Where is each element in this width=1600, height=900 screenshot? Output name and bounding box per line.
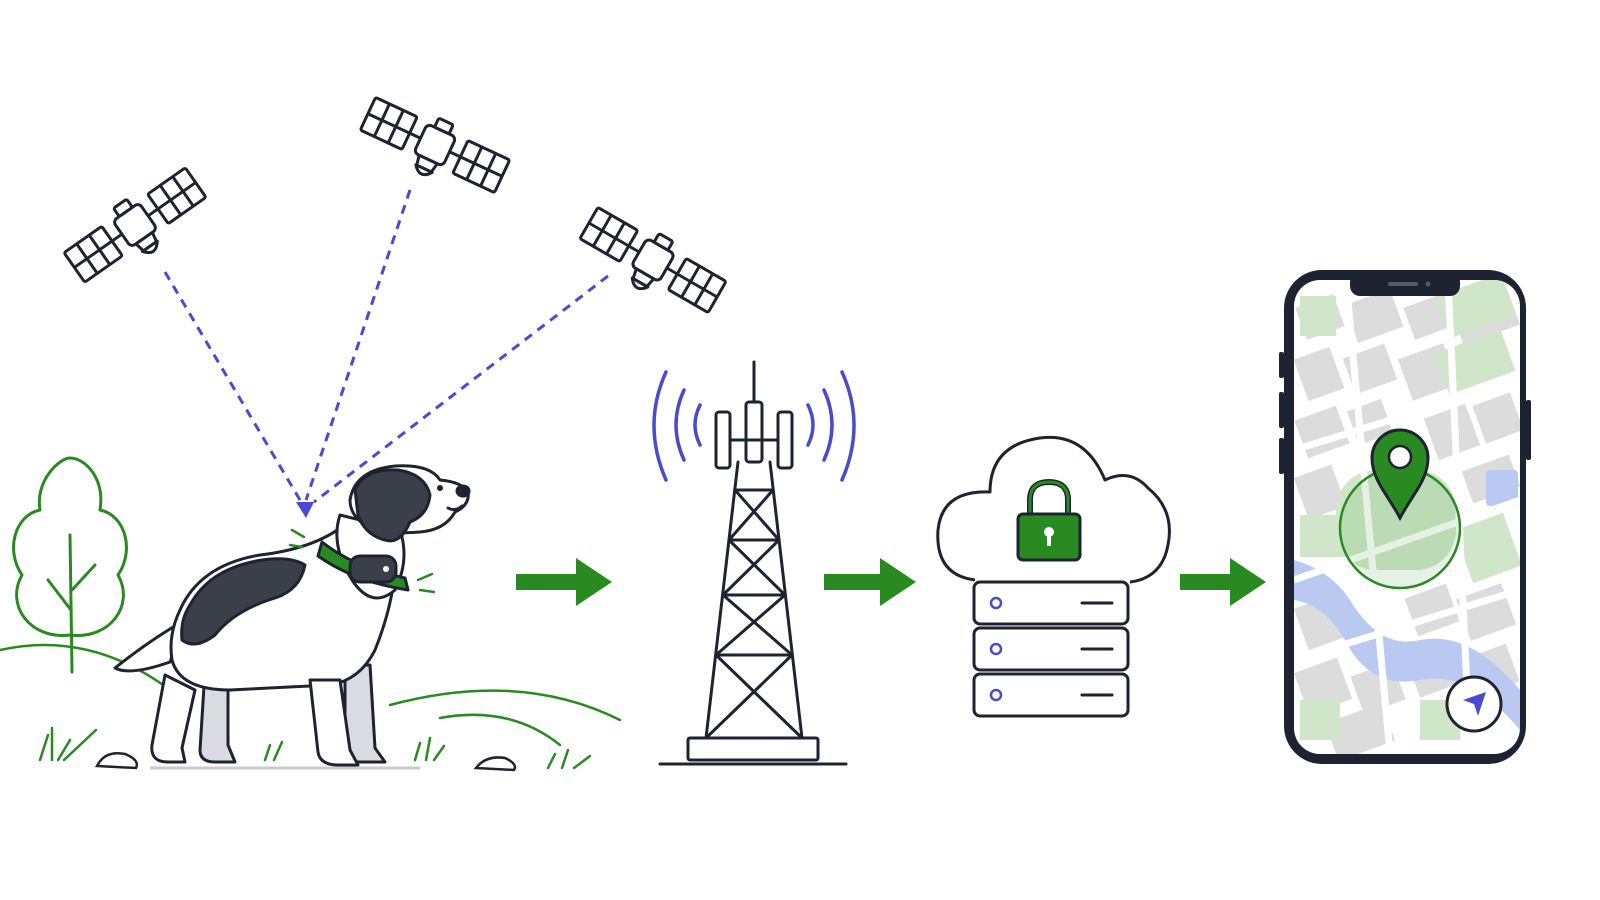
hill-right-inner — [438, 713, 562, 747]
signal-line-left — [163, 271, 302, 501]
satellite-icon-left — [57, 159, 216, 296]
satellite-group — [57, 88, 732, 327]
grass-tuft — [38, 726, 98, 762]
server-unit — [972, 626, 1130, 672]
cloud-server-group — [936, 435, 1171, 718]
satellite-icon-right — [571, 198, 732, 327]
radio-waves — [652, 370, 856, 482]
signal-line-top — [304, 189, 412, 501]
arrow-right-icon — [1180, 558, 1266, 606]
server-unit — [972, 672, 1130, 718]
stones — [95, 752, 517, 772]
dog-icon — [113, 464, 471, 767]
tree-icon — [12, 456, 128, 674]
hill-right — [388, 689, 622, 722]
padlock-icon — [1016, 478, 1082, 562]
satellite-icon-top — [352, 88, 515, 207]
location-pin-icon — [1370, 428, 1430, 522]
server-stack-icon — [972, 580, 1130, 718]
gps-collar-icon — [348, 554, 398, 584]
cloud-icon — [936, 435, 1171, 584]
satellite-signal-lines — [163, 189, 609, 504]
stone — [95, 752, 139, 770]
grass-tuft — [263, 740, 284, 762]
server-unit — [972, 580, 1130, 626]
navigation-arrow-icon — [1463, 692, 1486, 716]
flow-arrows — [516, 558, 1266, 606]
cell-tower-icon — [652, 360, 856, 766]
signal-line-right — [313, 274, 609, 504]
stone — [473, 756, 517, 772]
arrow-right-icon — [516, 558, 612, 606]
grass-tuft — [413, 736, 446, 762]
locate-button[interactable] — [1445, 675, 1503, 733]
map-view — [1294, 280, 1520, 754]
signal-arrowhead — [296, 502, 314, 518]
hill-left — [0, 643, 172, 692]
arrow-right-icon — [824, 558, 916, 606]
smartphone-icon — [1279, 270, 1531, 764]
landscape — [0, 643, 622, 770]
river — [1294, 560, 1520, 730]
grass-tuft — [546, 748, 592, 770]
